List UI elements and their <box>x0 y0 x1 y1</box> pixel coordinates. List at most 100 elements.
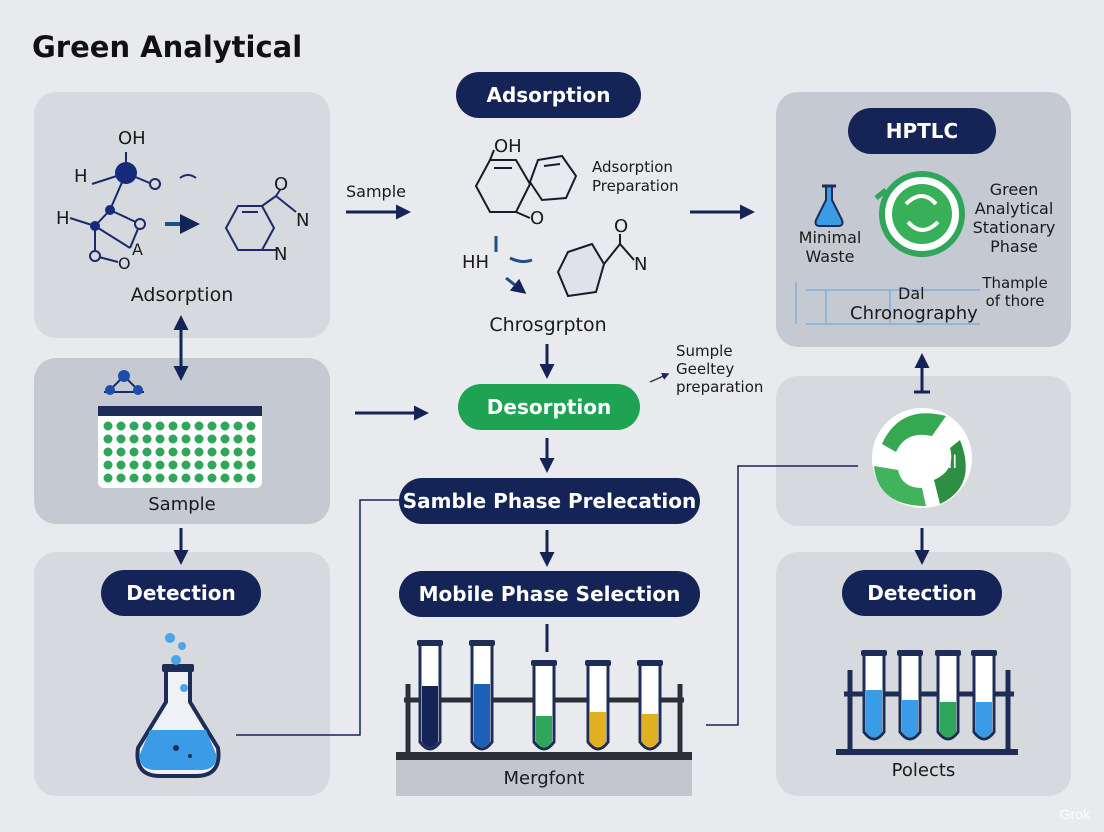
plate-well <box>103 434 113 444</box>
plate-well <box>220 421 230 431</box>
test-tube-rim <box>861 650 887 656</box>
test-tube-rim <box>897 650 923 656</box>
plate-well <box>220 447 230 457</box>
plate-well <box>116 434 126 444</box>
left-molecule-atom-small <box>105 205 115 215</box>
thample-line-2: of thore <box>985 292 1045 310</box>
plate-well <box>168 447 178 457</box>
side-note-line-1: Sumple <box>676 342 733 360</box>
plate-well <box>233 421 243 431</box>
plate-well <box>246 434 256 444</box>
atom-o-ring: O <box>118 254 131 273</box>
test-tube-rim <box>971 650 997 656</box>
sample-plate-icon <box>98 370 262 488</box>
left-molecule-o-node <box>149 178 161 190</box>
test-tube-liquid <box>866 690 882 738</box>
test-tube-liquid <box>940 702 956 738</box>
plate-well <box>168 473 178 483</box>
plate-well <box>194 447 204 457</box>
plate-well <box>207 473 217 483</box>
plate-well <box>142 473 152 483</box>
flask-icon-left <box>135 633 221 778</box>
plate-well <box>168 434 178 444</box>
green-label-line-2: Analytical <box>974 199 1054 218</box>
detection-pill-left: Detection <box>101 570 261 616</box>
plate-well <box>155 421 165 431</box>
minimal-waste-line-1: Minimal <box>798 228 862 247</box>
plate-well <box>207 460 217 470</box>
plate-well <box>194 473 204 483</box>
connector-flask-to-samble <box>236 499 400 736</box>
left-ring-structure <box>224 189 297 251</box>
plate-well <box>207 421 217 431</box>
test-tube-liquid <box>902 700 918 738</box>
plate-well <box>129 460 139 470</box>
recycle-label: Minimal <box>886 452 958 473</box>
plate-well <box>233 434 243 444</box>
plate-well <box>220 434 230 444</box>
watermark: Grok <box>1059 806 1090 822</box>
atom-a-left: A <box>132 240 143 259</box>
adsorption-note-line-1: Adsorption <box>592 158 673 176</box>
atom-hh-center: HH <box>462 252 490 273</box>
green-label-line-1: Green <box>989 180 1039 199</box>
plate-well <box>194 460 204 470</box>
plate-well <box>155 447 165 457</box>
center-test-tube-rack <box>396 640 692 796</box>
atom-o-right: O <box>274 174 289 195</box>
test-tube-rim <box>531 660 557 666</box>
test-tube-rim <box>935 650 961 656</box>
atom-n-center: N <box>634 254 648 275</box>
plate-well <box>194 434 204 444</box>
plate-well <box>142 447 152 457</box>
plate-well <box>129 473 139 483</box>
side-note-line-2: Geeltey <box>676 360 735 378</box>
test-tube-liquid <box>474 684 490 748</box>
chrosgrpton-label: Chrosgrpton <box>489 314 607 336</box>
desorption-pill: Desorption <box>458 384 640 430</box>
plate-well <box>116 421 126 431</box>
test-tube-rim <box>637 660 663 666</box>
plate-well <box>155 434 165 444</box>
center-molecule-structure-2 <box>494 234 635 298</box>
plate-well <box>129 421 139 431</box>
plate-well <box>207 434 217 444</box>
side-note-line-3: preparation <box>676 378 764 396</box>
plate-well <box>233 447 243 457</box>
plate-well <box>246 460 256 470</box>
plate-well <box>116 447 126 457</box>
adsorption-note-line-2: Preparation <box>592 177 679 195</box>
connector-rack-to-recycle <box>706 465 858 726</box>
center-rack-label: Mergfont <box>503 768 585 789</box>
atom-n-right-2: N <box>274 244 288 265</box>
sample-plate-label: Sample <box>148 494 216 515</box>
plate-well <box>246 473 256 483</box>
test-tube-liquid <box>536 716 552 748</box>
atom-n-right-1: N <box>296 210 310 231</box>
samble-phase-pill: Samble Phase Prelecation <box>399 478 700 524</box>
plate-well <box>129 434 139 444</box>
atom-oh-center: OH <box>494 136 522 157</box>
test-tube-rim <box>417 640 443 646</box>
atom-o-center-2: O <box>614 216 629 237</box>
chromatography-top-label: Dal <box>898 284 925 303</box>
plate-well <box>103 460 113 470</box>
left-molecule-atom-large <box>115 162 137 184</box>
plate-well <box>142 460 152 470</box>
green-label-line-4: Phase <box>990 237 1038 256</box>
plate-well <box>246 421 256 431</box>
center-molecule-structure <box>474 149 578 219</box>
left-molecule-o-node-2 <box>134 218 146 230</box>
adsorption-pill: Adsorption <box>456 72 641 118</box>
plate-well <box>155 473 165 483</box>
plate-well <box>207 447 217 457</box>
thample-line-1: Thample <box>982 274 1048 292</box>
green-recycle-icon-top <box>874 171 965 257</box>
chromatography-plate-icon <box>795 282 980 325</box>
recycle-icon <box>872 408 972 508</box>
minimal-waste-flask-icon <box>814 184 844 227</box>
plate-well <box>181 473 191 483</box>
plate-well <box>168 421 178 431</box>
sample-arrow-label: Sample <box>346 182 406 201</box>
